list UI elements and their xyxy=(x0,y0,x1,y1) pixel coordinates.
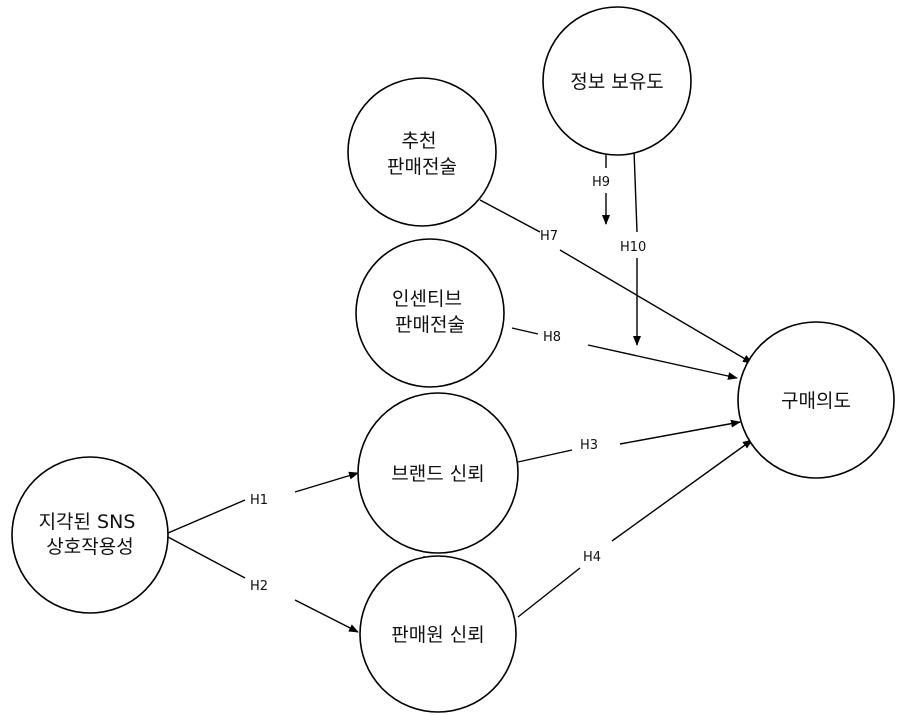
edge-h8-head xyxy=(587,344,738,380)
node-sns: 지각된 SNS 상호작용성 xyxy=(11,456,169,614)
label-h1: H1 xyxy=(250,493,268,508)
svg-text:정보 보유도: 정보 보유도 xyxy=(570,71,663,93)
label-h10: H10 xyxy=(620,240,646,255)
svg-text:구매의도: 구매의도 xyxy=(781,390,851,412)
label-h7: H7 xyxy=(540,229,558,244)
edge-h2 xyxy=(167,536,246,579)
svg-text:판매원 신뢰: 판매원 신뢰 xyxy=(391,624,484,646)
node-recommend-line2: 판매전술 xyxy=(387,156,457,178)
node-brand: 브랜드 신뢰 xyxy=(357,392,519,554)
svg-text:지각된 SNS 상호작용성: 지각된 SNS 상호작용성 xyxy=(39,511,142,558)
node-recommend-line1: 추천 xyxy=(401,130,436,152)
node-info: 정보 보유도 xyxy=(542,6,692,156)
node-seller-line1: 판매원 신뢰 xyxy=(391,624,484,646)
node-incentive-circle xyxy=(355,238,505,388)
edge-h4-head xyxy=(611,439,753,542)
node-recommend: 추천 판매전술 xyxy=(347,77,497,227)
node-incentive-line2: 판매전술 xyxy=(395,314,465,336)
node-seller: 판매원 신뢰 xyxy=(359,555,517,713)
edge-h1-head xyxy=(294,471,359,493)
edge-h2-head xyxy=(294,599,359,633)
edge-h7-head xyxy=(559,249,753,364)
edge-h10 xyxy=(633,149,638,233)
node-sns-line1: 지각된 SNS xyxy=(39,511,136,533)
edge-h7 xyxy=(479,199,541,233)
svg-text:인센티브 판매전술: 인센티브 판매전술 xyxy=(392,288,468,336)
node-recommend-circle xyxy=(347,77,497,227)
node-brand-circle xyxy=(357,392,519,554)
svg-text:추천 판매전술: 추천 판매전술 xyxy=(387,130,457,178)
node-seller-circle xyxy=(359,555,517,713)
node-purchase: 구매의도 xyxy=(737,321,895,479)
edge-h8 xyxy=(511,327,539,335)
label-h9: H9 xyxy=(592,175,610,190)
svg-text:브랜드 신뢰: 브랜드 신뢰 xyxy=(391,463,484,485)
node-sns-circle xyxy=(11,456,169,614)
label-h8: H8 xyxy=(543,330,561,345)
edge-h4 xyxy=(517,567,581,618)
node-brand-line1: 브랜드 신뢰 xyxy=(391,463,484,485)
label-h4: H4 xyxy=(583,550,601,565)
node-purchase-circle xyxy=(737,321,895,479)
label-h3: H3 xyxy=(580,438,598,453)
node-sns-line2: 상호작용성 xyxy=(46,536,133,558)
edge-h3-head xyxy=(619,419,741,445)
node-incentive-line1: 인센티브 xyxy=(392,288,462,310)
edge-h1 xyxy=(167,499,246,534)
edge-h3 xyxy=(517,449,573,463)
node-info-line1: 정보 보유도 xyxy=(570,71,663,93)
label-h2: H2 xyxy=(250,579,268,594)
node-info-circle xyxy=(542,6,692,156)
node-purchase-line1: 구매의도 xyxy=(781,390,851,412)
node-incentive: 인센티브 판매전술 xyxy=(355,238,505,388)
